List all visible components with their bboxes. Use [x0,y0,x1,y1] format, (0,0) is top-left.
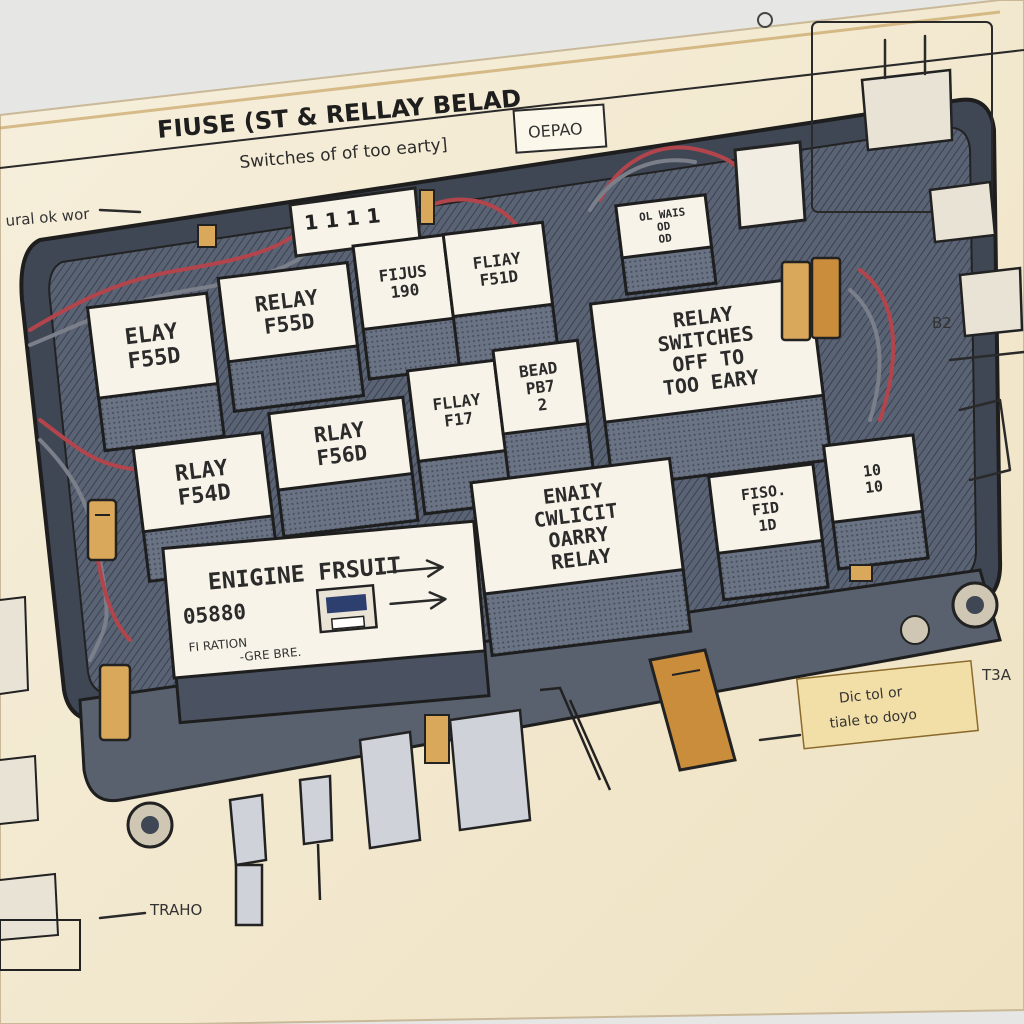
header-tag: OEPAO [512,103,608,154]
wiring-harness [28,145,896,662]
blade-fuse [424,714,450,764]
printer-icon [315,583,378,634]
side-component-sketches [0,21,1024,941]
arrow-icon [386,559,447,610]
mount-hole-icon [900,615,930,645]
blade-fuse [648,648,737,772]
relay-label: 2 [537,395,549,415]
engine-fuse-block: ENIGINE FRSUIT 05880 FI RATION -GRE BRE. [161,519,491,725]
svg-text:OEPAO: OEPAO [527,119,583,142]
engine-block-footnote: -GRE BRE. [239,645,302,664]
relay-label: PB7 [525,376,556,398]
relay-label: OD [658,231,673,246]
engine-block-footnote: FI RATION [188,636,248,655]
blade-fuse [197,224,217,248]
relay-label: FISO. [740,481,787,504]
engine-block-code: 05880 [182,600,247,629]
blade-fuse [86,498,118,562]
relay-label: 10 [864,477,884,497]
right-label: B2 [932,314,952,332]
blade-fuse [780,256,842,342]
relay-label: 190 [389,280,420,302]
relay-label: F17 [443,408,474,430]
relay-label: 10 [862,461,882,481]
relay-label: OL WAIS [638,205,686,224]
bottom-connector-sketch [0,919,81,971]
relay-layer: ELAYF55DRELAYF55DFIJUS190FLIAYF51DRLAYF5… [85,193,930,658]
paper-hole-icon [757,12,773,28]
relay-label: 1D [757,515,777,535]
connector-pins [228,686,612,927]
bottom-label: TRAHO [149,901,202,919]
relay-label: F51D [479,266,520,290]
top-fuse-strip: 1 1 1 1 [288,186,435,258]
relay-label: FID [751,498,780,519]
blade-fuse [849,564,873,582]
blade-fuse [98,663,132,742]
relay-label: BEAD [518,358,559,382]
svg-text:Dic tol or: Dic tol or [838,684,903,707]
relay-label: OD [656,219,671,234]
right-edge-label: T3A [981,666,1012,684]
note-card: Dic tol or tiale to doyo [795,659,979,750]
